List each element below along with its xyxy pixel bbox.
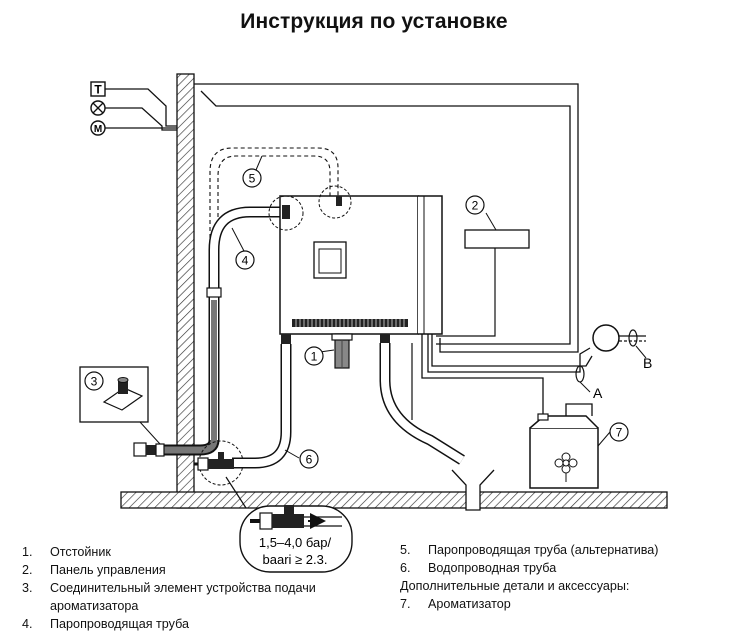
thermostat-symbol: T	[90, 81, 106, 97]
svg-text:7: 7	[616, 426, 623, 440]
legend-item-6: 6. Водопроводная труба	[400, 561, 557, 575]
label-b: B	[643, 355, 652, 371]
steam-pipe	[162, 206, 286, 456]
callout-4: 4	[235, 250, 255, 270]
aroma-connector-fitting	[133, 442, 165, 457]
svg-text:2: 2	[472, 199, 479, 213]
pressure-text-1: 1,5–4,0 бар/	[259, 535, 332, 550]
svg-text:5: 5	[249, 172, 256, 186]
steam-outlet-detail	[268, 195, 304, 231]
lamp-symbol	[90, 100, 106, 116]
aroma-canister	[529, 403, 599, 489]
svg-text:6: 6	[306, 453, 313, 467]
legend-right: 5. Паропроводящая труба (альтернатива) 6…	[400, 541, 659, 613]
floor	[120, 491, 668, 509]
legend-item-5: 5. Паропроводящая труба (альтернатива)	[400, 543, 659, 557]
callout-6: 6	[299, 449, 319, 469]
legend-item-2: 2. Панель управления	[22, 563, 166, 577]
svg-text:3: 3	[91, 375, 98, 389]
legend-extra-heading: Дополнительные детали и аксессуары:	[400, 579, 630, 593]
callout-5: 5	[242, 168, 262, 188]
svg-text:M: M	[94, 124, 102, 135]
callout-1: 1	[304, 346, 324, 366]
svg-text:1: 1	[311, 350, 318, 364]
legend-item-4: 4. Паропроводящая труба	[22, 617, 190, 631]
motor-symbol: M	[90, 120, 106, 136]
aroma-pump	[575, 324, 647, 393]
sediment-trap	[331, 333, 353, 369]
pressure-text-2: baari ≥ 2.3.	[263, 552, 328, 567]
legend-item-7: 7. Ароматизатор	[400, 597, 511, 611]
callout-7: 7	[609, 422, 629, 442]
water-valve	[194, 452, 234, 471]
svg-text:4: 4	[242, 254, 249, 268]
vent-grille	[292, 319, 408, 327]
steam-generator	[279, 195, 443, 335]
svg-text:T: T	[94, 83, 102, 97]
control-wires	[105, 83, 579, 353]
alt-steam-pipe	[209, 147, 339, 252]
water-pipe	[232, 334, 292, 469]
label-a: A	[593, 385, 603, 401]
callout-3: 3	[84, 371, 104, 391]
legend-item-3: 3. Соединительный элемент устройства под…	[22, 581, 316, 595]
alt-outlet-detail	[318, 185, 352, 219]
control-panel	[436, 212, 530, 337]
drain-pipe	[379, 334, 465, 465]
page-title: Инструкция по установке	[240, 10, 508, 33]
wall	[176, 73, 195, 509]
aroma-lines	[421, 334, 593, 416]
pressure-detail: 1,5–4,0 бар/ baari ≥ 2.3.	[225, 476, 353, 573]
legend-left: 1. Отстойник 2. Панель управления 3. Сое…	[22, 543, 316, 633]
legend-item-1: 1. Отстойник	[22, 545, 111, 559]
callout-2: 2	[465, 195, 485, 215]
legend-item-3-cont: ароматизатора	[50, 599, 139, 613]
floor-drain	[451, 469, 495, 511]
